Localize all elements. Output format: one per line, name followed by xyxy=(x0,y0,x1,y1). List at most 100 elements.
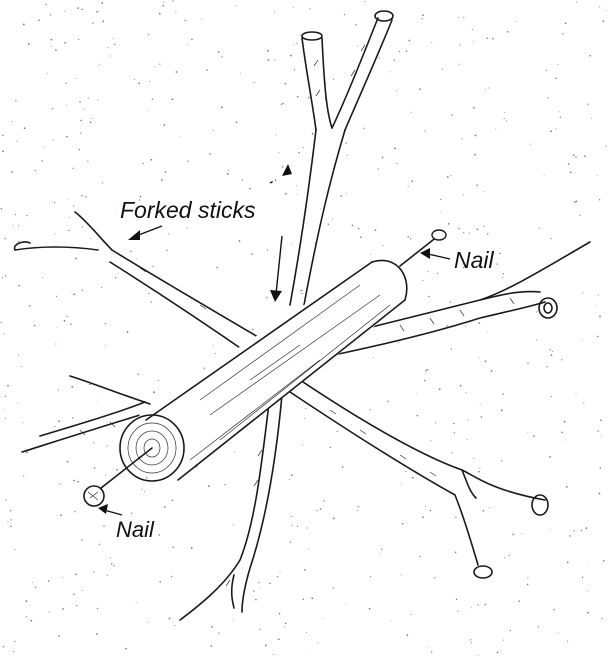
speckle-dot xyxy=(56,296,57,297)
speckle-dot xyxy=(458,228,459,229)
speckle-dot xyxy=(458,17,459,18)
speckle-dot xyxy=(357,45,358,46)
speckle-dot xyxy=(116,469,118,471)
speckle-dot xyxy=(568,163,570,165)
speckle-dot xyxy=(555,128,556,129)
speckle-dot xyxy=(2,135,3,136)
speckle-dot xyxy=(522,533,523,534)
speckle-dot xyxy=(94,467,96,469)
speckle-dot xyxy=(481,416,483,418)
speckle-dot xyxy=(558,111,559,112)
speckle-dot xyxy=(285,193,287,195)
speckle-dot xyxy=(83,109,84,110)
speckle-dot xyxy=(297,194,298,195)
speckle-dot xyxy=(412,180,414,182)
speckle-dot xyxy=(599,199,600,200)
speckle-dot xyxy=(54,202,55,203)
speckle-dot xyxy=(161,179,163,181)
speckle-dot xyxy=(430,510,432,512)
speckle-dot xyxy=(68,199,69,200)
speckle-dot xyxy=(150,159,152,161)
speckle-dot xyxy=(92,23,93,24)
speckle-dot xyxy=(240,73,241,74)
speckle-dot xyxy=(159,64,160,65)
speckle-dot xyxy=(457,611,458,612)
speckle-dot xyxy=(64,42,66,44)
speckle-dot xyxy=(239,240,241,242)
speckle-dot xyxy=(538,626,539,627)
speckle-dot xyxy=(452,452,453,453)
speckle-dot xyxy=(75,78,76,79)
speckle-dot xyxy=(527,577,528,578)
speckle-dot xyxy=(455,517,456,518)
speckle-dot xyxy=(134,79,135,80)
speckle-dot xyxy=(211,626,213,628)
speckle-dot xyxy=(409,40,411,42)
speckle-dot xyxy=(373,357,374,358)
speckle-dot xyxy=(547,97,548,98)
speckle-dot xyxy=(296,43,297,44)
speckle-dot xyxy=(148,293,149,294)
speckle-dot xyxy=(369,608,371,610)
speckle-dot xyxy=(26,452,28,454)
speckle-dot xyxy=(606,10,607,11)
speckle-dot xyxy=(408,186,409,187)
speckle-dot xyxy=(539,228,540,229)
arrow-nail-left xyxy=(98,504,122,515)
speckle-dot xyxy=(174,625,175,626)
speckle-dot xyxy=(218,632,219,633)
speckle-dot xyxy=(255,599,257,601)
speckle-dot xyxy=(210,645,212,647)
speckle-dot xyxy=(42,277,43,278)
speckle-dot xyxy=(440,212,441,213)
speckle-dot xyxy=(78,39,79,40)
speckle-dot xyxy=(71,386,73,388)
speckle-dot xyxy=(2,277,3,278)
speckle-dot xyxy=(447,176,449,178)
speckle-dot xyxy=(583,403,584,404)
speckle-dot xyxy=(564,421,566,423)
speckle-dot xyxy=(17,403,18,404)
speckle-dot xyxy=(360,236,362,238)
speckle-dot xyxy=(252,329,254,331)
speckle-dot xyxy=(228,170,229,171)
speckle-dot xyxy=(175,12,176,13)
speckle-dot xyxy=(411,112,412,113)
speckle-dot xyxy=(605,146,606,147)
speckle-dot xyxy=(87,161,88,162)
speckle-dot xyxy=(440,199,441,200)
speckle-dot xyxy=(201,19,202,20)
speckle-dot xyxy=(491,370,493,372)
speckle-dot xyxy=(565,22,567,24)
speckle-dot xyxy=(474,154,476,156)
speckle-dot xyxy=(85,108,86,109)
speckle-dot xyxy=(487,332,488,333)
speckle-dot xyxy=(463,194,464,195)
speckle-dot xyxy=(414,467,415,468)
speckle-dot xyxy=(379,57,380,58)
speckle-dot xyxy=(191,39,193,41)
speckle-dot xyxy=(191,547,193,549)
speckle-dot xyxy=(575,157,576,158)
speckle-dot xyxy=(108,47,109,48)
speckle-dot xyxy=(597,430,598,431)
speckle-dot xyxy=(172,0,173,1)
speckle-dot xyxy=(166,250,167,251)
speckle-dot xyxy=(463,17,464,18)
speckle-dot xyxy=(503,640,504,641)
speckle-dot xyxy=(381,549,382,550)
speckle-dot xyxy=(15,214,16,215)
speckle-dot xyxy=(467,439,468,440)
speckle-dot xyxy=(105,475,106,476)
speckle-dot xyxy=(416,415,417,416)
speckle-dot xyxy=(428,647,429,648)
speckle-dot xyxy=(456,598,458,600)
speckle-dot xyxy=(573,154,575,156)
speckle-dot xyxy=(478,471,480,473)
speckle-dot xyxy=(186,228,187,229)
speckle-dot xyxy=(306,632,307,633)
speckle-dot xyxy=(304,569,306,571)
speckle-dot xyxy=(527,363,528,364)
speckle-dot xyxy=(355,24,356,25)
